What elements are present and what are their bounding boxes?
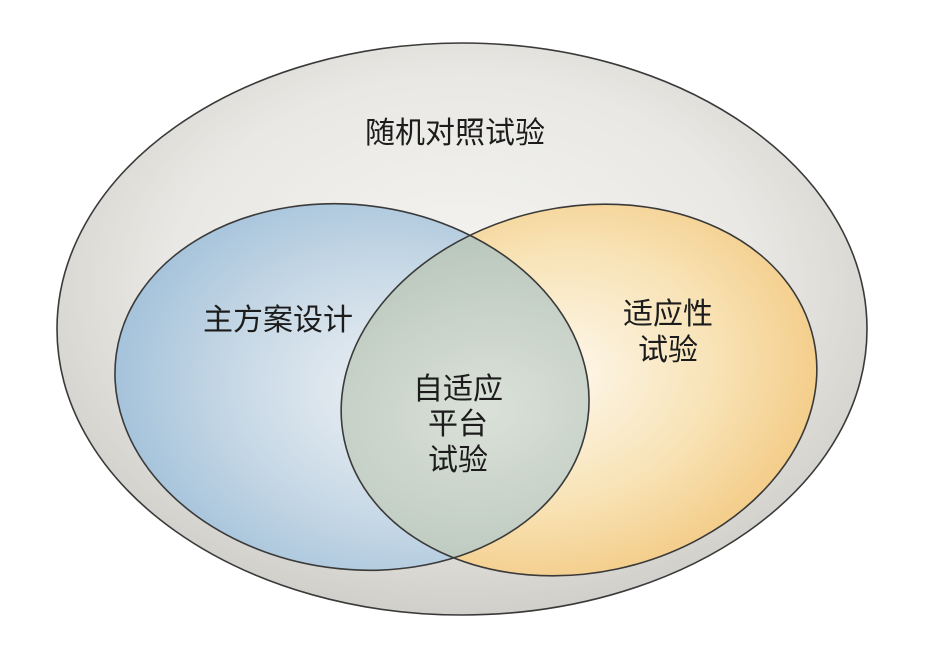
- overlap-label-line-2: 平台: [428, 407, 488, 442]
- overlap-label-line-1: 自适应: [413, 372, 503, 407]
- right-label-line-1: 适应性: [623, 297, 713, 332]
- left-label: 主方案设计: [203, 303, 353, 338]
- overlap-region: [341, 204, 614, 576]
- right-ellipse-outline: [340, 203, 818, 577]
- left-ellipse-outline: [114, 202, 590, 572]
- overlap-label-line-3: 试验: [428, 443, 488, 478]
- right-label-line-2: 试验: [638, 333, 698, 368]
- outer-label: 随机对照试验: [365, 116, 545, 151]
- overlap-ellipse-fill: [341, 204, 614, 576]
